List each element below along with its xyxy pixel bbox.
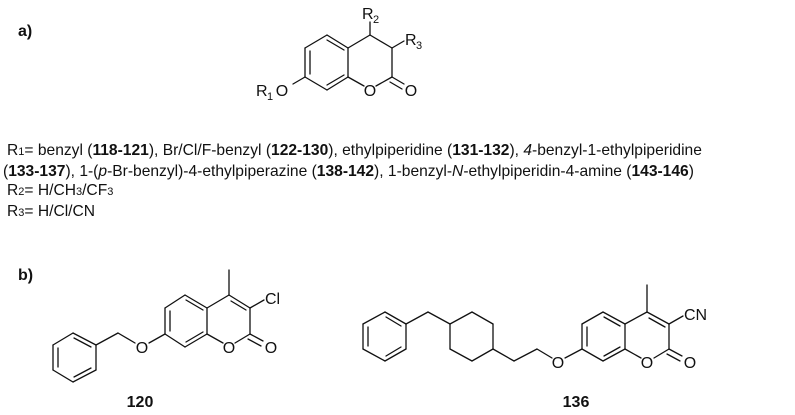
subscript: 3 — [107, 186, 114, 198]
r3-values: H/Cl/CN — [37, 203, 96, 220]
paren-close: ) — [148, 142, 155, 159]
r1-item-name: benzyl — [37, 142, 83, 159]
separator: , — [70, 163, 80, 180]
r2-values: H/CH — [37, 182, 76, 199]
compound-number-136: 136 — [563, 394, 590, 411]
atom-o1: O — [364, 83, 376, 100]
separator: , — [333, 142, 343, 159]
atom-o1: O — [641, 355, 653, 372]
paren-close: ) — [688, 163, 694, 180]
r1-item-name: -benzyl-1-ethylpiperidine — [532, 142, 702, 159]
atom-r1-sub: 1 — [267, 91, 273, 103]
paren-open: ( — [442, 142, 453, 159]
panel-label-a: a) — [18, 23, 33, 40]
atom-cn: CN — [684, 307, 707, 324]
subscript: 3 — [75, 186, 83, 198]
r1-item-name-prefix: 1-benzyl- — [387, 163, 453, 180]
italic-locant: N — [452, 163, 464, 180]
atom-o7: O — [276, 83, 288, 100]
atom-carbonyl-o: O — [405, 83, 417, 100]
r1-subscript: 1 — [18, 146, 25, 158]
paren-open: ( — [82, 142, 93, 159]
atom-r3-sub: 3 — [416, 40, 422, 52]
atom-r1: R — [256, 83, 268, 100]
paren-close: ) — [509, 142, 515, 159]
legend-line-r1-a: R1= benzyl (118-121), Br/Cl/F-benzyl (12… — [7, 141, 702, 162]
separator: , — [379, 163, 388, 180]
compound-range: 133-137 — [8, 163, 66, 180]
italic-locant: p — [98, 163, 108, 180]
equals-sign: = — [24, 182, 38, 199]
scaffold-structure: O R 1 O O R 2 R 3 — [256, 6, 422, 103]
r3-subscript: 3 — [18, 207, 25, 219]
separator: , — [154, 142, 163, 159]
r2-subscript: 2 — [18, 186, 25, 198]
atom-r3: R — [405, 32, 417, 49]
legend-line-r1-b: (133-137), 1-(p-Br-benzyl)-4-ethylpipera… — [3, 162, 702, 181]
equals-sign: = — [24, 203, 38, 220]
separator: , — [514, 142, 524, 159]
compound-range: 138-142 — [316, 163, 375, 180]
atom-o1: O — [223, 340, 235, 357]
compound-range: 122-130 — [271, 142, 329, 159]
atom-carbonyl-o: O — [265, 340, 277, 357]
r1-item-name: ethylpiperidine — [342, 142, 443, 159]
paren-close: ) — [328, 142, 334, 159]
atom-carbonyl-o: O — [684, 355, 696, 372]
compound-120-structure: O O O Cl 120 — [52, 269, 280, 411]
compound-range: 131-132 — [452, 142, 510, 159]
compound-136-structure: O O O CN 136 — [362, 284, 707, 411]
paren-open: ( — [261, 142, 272, 159]
paren-close: ) — [374, 163, 380, 180]
legend-line-r3: R3= H/Cl/CN — [7, 202, 702, 223]
paren-open: ( — [307, 163, 317, 180]
r2-label: R — [7, 182, 19, 199]
substituent-legend: R1= benzyl (118-121), Br/Cl/F-benzyl (12… — [3, 141, 702, 223]
paren-open: ( — [621, 163, 632, 180]
r3-label: R — [7, 203, 19, 220]
atom-cl: Cl — [265, 291, 280, 308]
atom-r2-sub: 2 — [373, 14, 379, 26]
r2-values: /CF — [82, 182, 108, 199]
r1-item-name: -Br-benzyl)-4-ethylpiperazine — [107, 163, 308, 180]
compound-range: 118-121 — [92, 142, 149, 159]
paren-close: ) — [65, 163, 71, 180]
atom-o-ether: O — [136, 340, 148, 357]
r1-label: R — [7, 142, 19, 159]
atom-r2: R — [362, 6, 374, 23]
equals-sign: = — [24, 142, 38, 159]
r1-item-name: -ethylpiperidin-4-amine — [463, 163, 622, 180]
italic-locant: 4 — [523, 142, 533, 159]
r1-item-name-prefix: 1-( — [79, 163, 99, 180]
r1-item-name: Br/Cl/F-benzyl — [162, 142, 262, 159]
panel-label-b: b) — [18, 267, 34, 284]
legend-line-r2: R2= H/CH3/CF3 — [7, 181, 702, 202]
atom-o-ether: O — [552, 355, 564, 372]
compound-range: 143-146 — [631, 163, 689, 180]
compound-number-120: 120 — [127, 394, 154, 411]
paren-open: ( — [3, 163, 9, 180]
